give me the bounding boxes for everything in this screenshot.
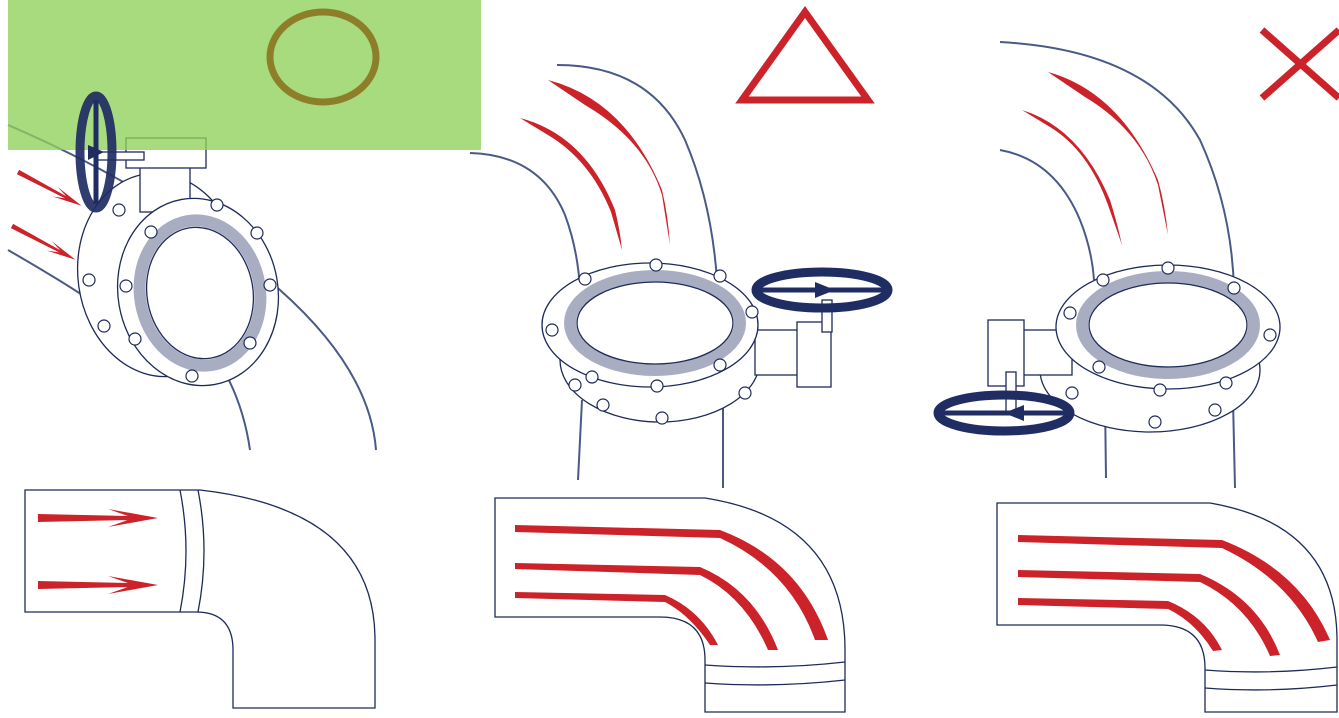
- left-flow-arrows: [9, 167, 85, 265]
- right-actuator: [987, 319, 1073, 413]
- right-handwheel-icon: [933, 390, 1075, 436]
- middle-bolts: [545, 258, 759, 393]
- caution-triangle-icon: [735, 5, 875, 104]
- right-back-bolts: [1065, 386, 1222, 429]
- middle-handwheel-icon: [751, 267, 893, 313]
- left-valve-seat: [133, 214, 267, 372]
- middle-elbow: [494, 497, 846, 713]
- right-panel: [933, 27, 1339, 713]
- middle-panel: [469, 5, 893, 713]
- middle-valve-seat: [564, 270, 746, 376]
- middle-back-bolts: [568, 378, 752, 425]
- right-valve-seat: [1076, 271, 1260, 379]
- left-panel: [7, 0, 481, 709]
- left-handwheel-icon: [75, 91, 117, 213]
- right-bolts: [1063, 261, 1277, 397]
- middle-flow-arrows: [520, 80, 670, 250]
- right-flow-arrows: [1022, 72, 1168, 245]
- right-elbow: [996, 502, 1338, 713]
- right-pipe: [999, 41, 1236, 489]
- left-highlight-band: [8, 0, 481, 150]
- middle-actuator: [754, 299, 833, 388]
- left-bolts: [82, 198, 277, 383]
- middle-pipe: [469, 64, 724, 488]
- left-elbow: [24, 489, 376, 709]
- incorrect-cross-icon: [1259, 27, 1339, 101]
- correct-circle-icon: [266, 8, 380, 106]
